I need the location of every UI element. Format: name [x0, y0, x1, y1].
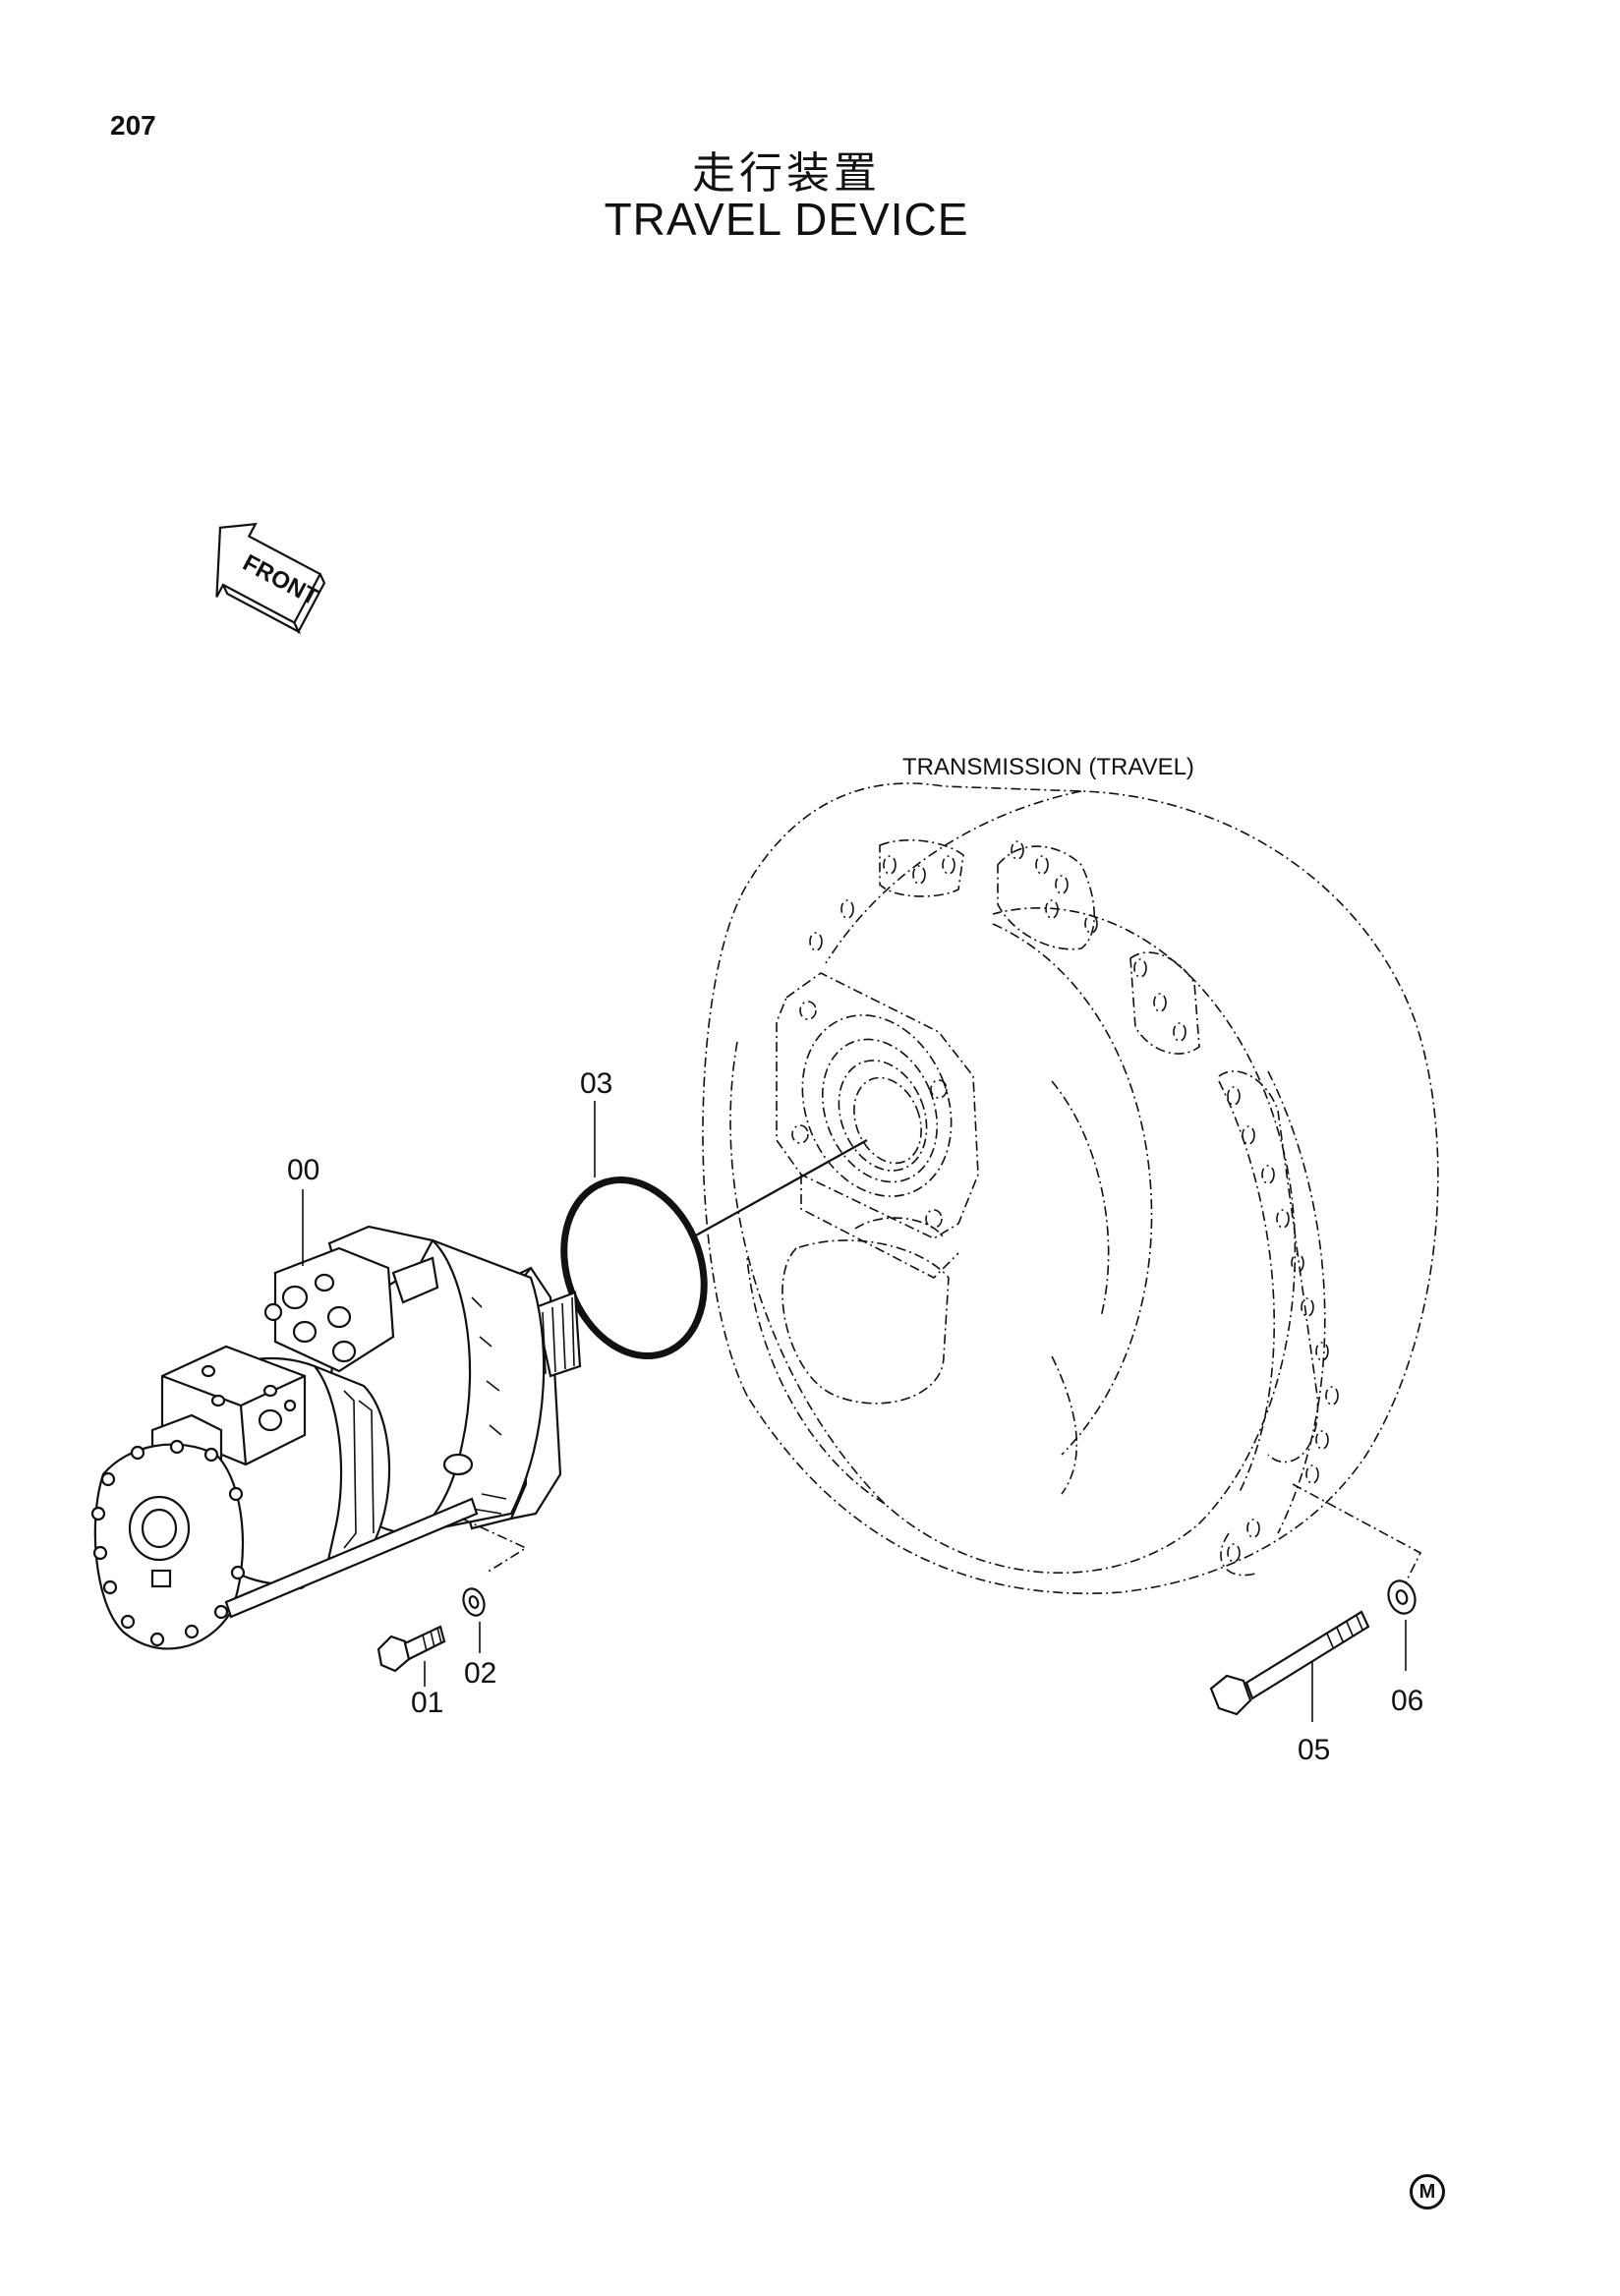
o-ring-leader-line [693, 1139, 868, 1237]
corner-mark-icon: M [1410, 2174, 1445, 2210]
motor-mount-flange [776, 972, 979, 1279]
callout-03: 03 [580, 1067, 612, 1100]
front-arrow-icon: FRONT [215, 522, 326, 635]
assembly-label: TRANSMISSION (TRAVEL) [902, 754, 1194, 780]
callout-02: 02 [464, 1657, 496, 1690]
callout-05: 05 [1298, 1734, 1330, 1766]
rim-bolt-holes [809, 840, 1339, 1563]
o-ring [560, 1176, 708, 1360]
washer-06 [1387, 1579, 1417, 1615]
rim-slots [879, 839, 1319, 1577]
callout-01: 01 [411, 1687, 443, 1719]
page-number: 207 [110, 110, 156, 141]
motor-bolt-guide [461, 1518, 528, 1574]
transmission-housing [702, 782, 1439, 1595]
bolt-01 [376, 1625, 446, 1673]
title-english: TRAVEL DEVICE [604, 194, 969, 245]
callout-00: 00 [287, 1154, 319, 1186]
bolt-05 [1209, 1610, 1370, 1716]
washer-02 [462, 1587, 486, 1617]
title-japanese: 走行装置 [692, 148, 881, 199]
transmission-bolt-guide [1292, 1483, 1422, 1593]
travel-motor [90, 1225, 582, 1650]
callout-06: 06 [1391, 1685, 1423, 1717]
